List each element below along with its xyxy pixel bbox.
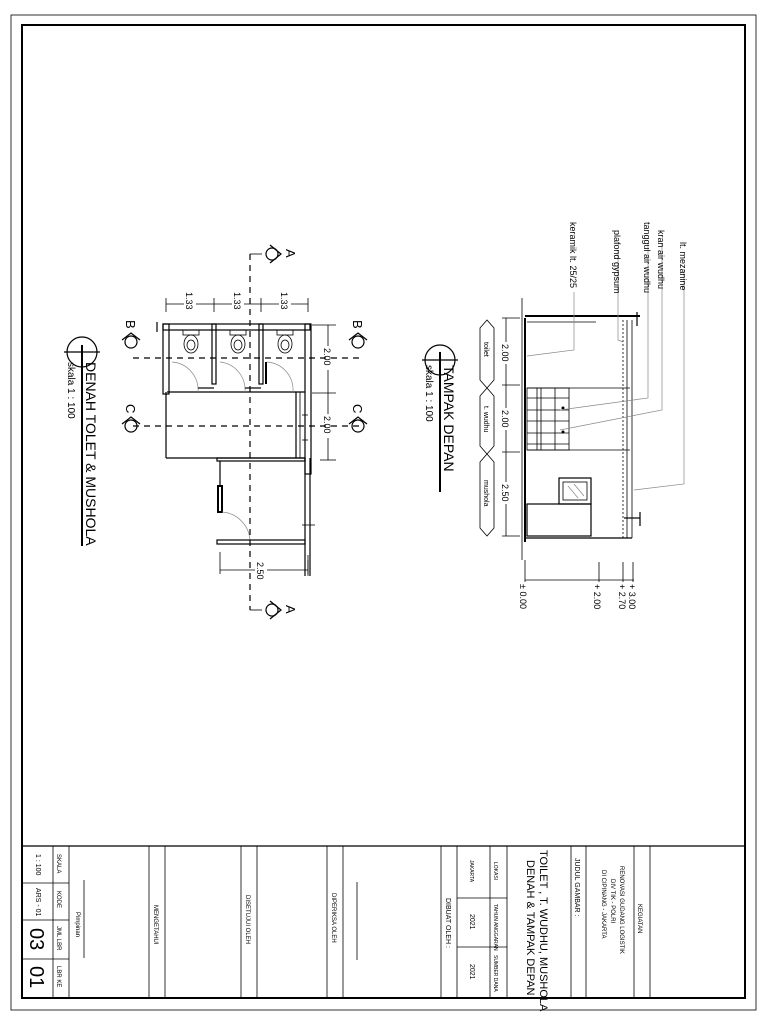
svg-text:toilet: toilet (482, 342, 489, 357)
elevation-scale: skala 1 : 100 (423, 365, 434, 422)
section-marker-a-top-icon: A (265, 244, 298, 264)
section-marker-c-right-icon: C (348, 404, 368, 433)
sumber-value: 2021 (468, 964, 475, 980)
dim-right-1: 2.00 (322, 348, 332, 366)
toilet-fixture-2 (229, 329, 247, 354)
lbr-label: LBR KE (55, 966, 61, 987)
svg-text:A: A (283, 249, 298, 258)
section-marker-b-right-icon: B (348, 320, 368, 349)
plan-title: DENAH TOLET & MUSHOLA (83, 362, 99, 546)
door (526, 503, 592, 537)
judul-label: JUDUL GAMBAR : (573, 858, 580, 917)
section-marker-c-left-icon: C (121, 404, 141, 433)
zone-tag-wudhu: t. wudhu (479, 387, 495, 455)
dim-bottom: 2.50 (255, 562, 265, 580)
toilet-fixture-3 (276, 329, 294, 354)
judul-line-1: TOILET , T. WUDHU, MUSHOLA (537, 850, 549, 1012)
svg-text:C: C (123, 404, 138, 413)
level-270: + 2.70 (617, 584, 627, 609)
dim-right-2: 2.00 (322, 416, 332, 434)
pimpinan-label: Pimpinan (74, 912, 80, 937)
svg-text:B: B (123, 320, 138, 329)
svg-text:A: A (283, 605, 298, 614)
tile-grid (526, 387, 570, 451)
sumber-label: SUMBER DANA (492, 955, 498, 992)
level-2: + 2.00 (592, 584, 602, 609)
callout-tanggul: tanggul air wudhu (642, 222, 652, 293)
dim-top-3: 1.33 (279, 292, 289, 310)
level-3: + 3.00 (627, 584, 637, 609)
section-marker-b-left-icon: B (121, 320, 141, 349)
callout-keramik: keramik lt. 25/25 (568, 222, 578, 288)
toilet-fixture-1 (182, 329, 200, 354)
callout-plafond: plafond gypsum (612, 230, 622, 294)
tahun-value: 2021 (468, 914, 475, 930)
svg-text:C: C (350, 404, 365, 413)
lbr-value: 01 (25, 966, 47, 988)
skala-label: SKALA (55, 854, 61, 873)
jml-label: JML LBR (55, 926, 61, 951)
title-block: SKALA 1 : 100 KODE ARS - 01 JML LBR 03 L… (22, 845, 745, 1012)
skala-value: 1 : 100 (34, 854, 41, 876)
kegiatan-line-2: DIV TIK - POLRI (609, 879, 615, 924)
dim-toilet: 2.00 (500, 344, 510, 362)
callout-mezanine: lt. mezanine (678, 242, 688, 291)
svg-text:mushola: mushola (482, 480, 489, 507)
front-elevation: TAMPAK DEPAN skala 1 : 100 toilet t. wud… (422, 222, 688, 609)
tahun-label: TAHUN ANGGARAN (492, 904, 498, 951)
elevation-title: TAMPAK DEPAN (441, 365, 457, 472)
disetujui-label: DISETUJUI OLEH (244, 895, 250, 944)
jml-value: 03 (25, 928, 47, 950)
dim-top-2: 1.33 (232, 292, 242, 310)
level-0: ± 0.00 (518, 584, 528, 609)
svg-text:t. wudhu: t. wudhu (482, 406, 489, 433)
inner-border (21, 24, 746, 999)
callout-kran: kran air wudhu (656, 230, 666, 289)
kegiatan-line-1: RENOVASI GUDANG LOGISTIK (618, 866, 624, 954)
dim-top-1: 1.33 (184, 292, 194, 310)
lokasi-label: LOKASI (492, 862, 498, 880)
kode-label: KODE (55, 891, 61, 908)
lokasi-value: JAKARTA (468, 860, 474, 883)
plan-scale: skala 1 : 100 (65, 362, 76, 419)
judul-line-2: DENAH & TAMPAK DEPAN (524, 860, 536, 996)
kegiatan-label: KEGIATAN (636, 904, 642, 933)
floor-plan: DENAH TOLET & MUSHOLA skala 1 : 100 1.33… (64, 244, 368, 620)
section-marker-a-bottom-icon: A (265, 600, 298, 620)
svg-text:B: B (350, 320, 365, 329)
kegiatan-line-3: DI CIPINANG - JAKARTA (600, 870, 606, 938)
zone-tag-toilet: toilet (479, 319, 495, 389)
mengetahui-label: MENGETAHUI (152, 905, 158, 945)
kode-value: ARS - 01 (34, 888, 41, 917)
outer-border (10, 14, 757, 1011)
dibuat-label: DIBUAT OLEH : (444, 898, 451, 948)
diperiksa-label: DIPERIKSA OLEH (330, 893, 336, 943)
dim-wudhu: 2.00 (500, 410, 510, 428)
zone-tag-mushola: mushola (479, 453, 495, 537)
dim-mushola: 2.50 (500, 484, 510, 502)
